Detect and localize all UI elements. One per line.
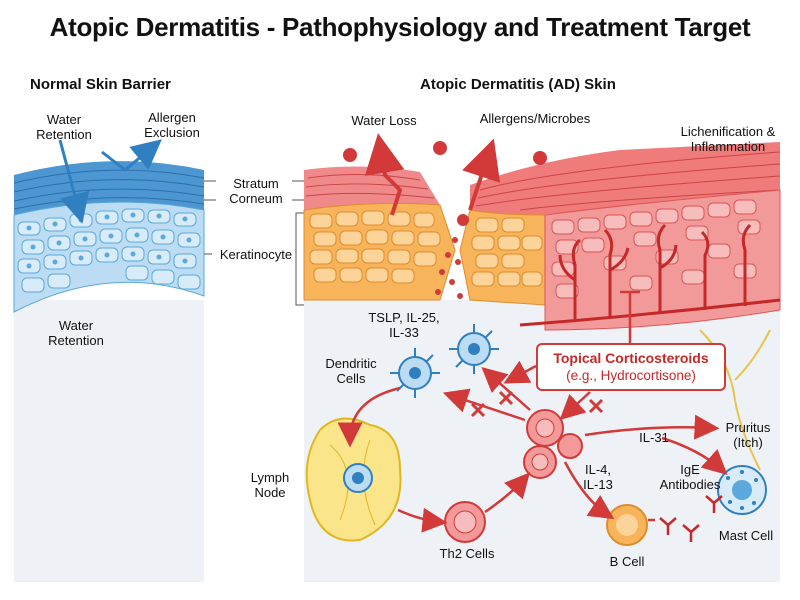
arrow-cluster-to-bcell <box>563 461 615 520</box>
mast-cell-label: Mast Cell <box>718 528 774 543</box>
normal-keratinocytes <box>13 201 205 313</box>
water-loss-arrow <box>364 133 405 216</box>
dendritic-cell-1 <box>390 348 440 398</box>
water-retention-top-label: Water Retention <box>36 112 92 142</box>
arrow-cluster-to-dc2 <box>481 367 531 411</box>
treatment-callout: Topical Corticosteroids (e.g., Hydrocort… <box>536 343 726 391</box>
arrow-cluster-to-pruritus <box>584 414 720 440</box>
allergen-exclusion-label: Allergen Exclusion <box>144 110 200 140</box>
ad-stratum-corneum <box>304 142 781 215</box>
stratum-corneum-label: Stratum Corneum <box>229 176 283 206</box>
treatment-name: Topical Corticosteroids <box>553 350 709 366</box>
arrow-tcs-to-cluster <box>559 391 591 421</box>
ige-label: IgE Antibodies <box>659 462 721 492</box>
water-retention-arrow <box>58 139 90 224</box>
pruritus-label: Pruritus (Itch) <box>725 420 771 450</box>
cytokines-label: TSLP, IL-25, IL-33 <box>368 310 440 340</box>
il4-il13-label: IL-4, IL-13 <box>583 462 613 492</box>
allergen-exclusion-arrow <box>101 139 162 172</box>
diagram-title: Atopic Dermatitis - Pathophysiology and … <box>49 12 751 42</box>
th2-cell-graphic <box>444 501 486 543</box>
water-retention-bottom-label: Water Retention <box>48 318 104 348</box>
arrow-dc-to-lymph <box>337 386 401 448</box>
il31-label: IL-31 <box>639 430 669 445</box>
th2-cluster <box>523 409 583 479</box>
keratinocyte-label: Keratinocyte <box>219 247 293 262</box>
dendritic-cells-label: Dendritic Cells <box>325 356 377 386</box>
allergens-microbes-label: Allergens/Microbes <box>479 111 591 126</box>
ad-skin-title: Atopic Dermatitis (AD) Skin <box>420 76 616 93</box>
arrow-lymph-to-th2 <box>397 507 448 533</box>
ad-keratinocytes <box>303 189 781 471</box>
cytokine-dots <box>435 237 463 299</box>
lymph-node-graphic <box>305 417 402 542</box>
th2-cells-label: Th2 Cells <box>439 546 495 561</box>
ige-antibodies-graphic <box>659 495 723 542</box>
inhibition-marks <box>470 390 604 418</box>
mast-cell-graphic <box>717 465 767 515</box>
arrow-th2-to-cluster <box>484 472 530 514</box>
arrow-cluster-to-dc <box>442 388 526 422</box>
lymph-node-label: Lymph Node <box>250 470 290 500</box>
dendritic-cell-2 <box>449 324 499 374</box>
lichenification-label: Lichenification & Inflammation <box>680 124 776 154</box>
arrow-tcs-to-dc <box>503 360 537 384</box>
allergen-particles <box>343 141 547 226</box>
allergen-entry-arrow <box>462 138 501 211</box>
layer-brackets <box>204 180 304 306</box>
b-cell-graphic <box>606 504 648 546</box>
arrow-il31-to-mast <box>661 436 728 476</box>
water-loss-label: Water Loss <box>351 113 417 128</box>
left-panel-background <box>14 300 204 582</box>
treatment-example: (e.g., Hydrocortisone) <box>566 368 696 383</box>
b-cell-label: B Cell <box>609 554 645 569</box>
normal-skin-title: Normal Skin Barrier <box>30 76 171 93</box>
